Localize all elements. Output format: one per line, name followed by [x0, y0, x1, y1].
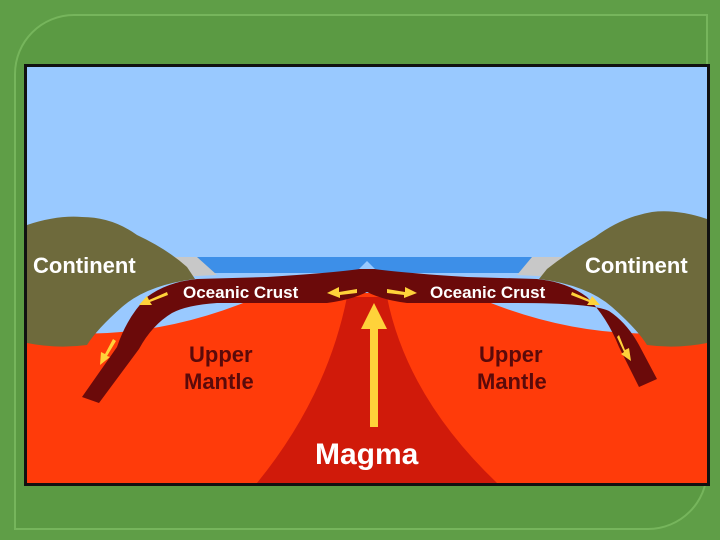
- arrow-right-subduct-down: [617, 335, 631, 361]
- ridge-crest: [359, 261, 375, 269]
- label-upper-mantle-right-1: Upper: [479, 342, 543, 367]
- label-magma: Magma: [315, 438, 419, 471]
- arrow-right-ridge: [387, 287, 417, 298]
- oceanic-crust-left: [82, 267, 372, 403]
- seafloor-spreading-diagram: Continent Continent Oceanic Crust Oceani…: [27, 67, 707, 483]
- label-upper-mantle-left-2: Mantle: [184, 369, 254, 394]
- label-upper-mantle-right-2: Mantle: [477, 369, 547, 394]
- continent-left: [27, 216, 195, 347]
- arrow-left-subduct-top: [139, 292, 168, 305]
- label-upper-mantle-left-1: Upper: [189, 342, 253, 367]
- label-continent-right: Continent: [585, 253, 688, 278]
- label-continent-left: Continent: [33, 253, 136, 278]
- arrow-left-subduct-down: [100, 339, 116, 365]
- magma-arrow: [361, 303, 387, 427]
- arrow-left-ridge: [327, 287, 357, 298]
- arrow-right-subduct-top: [571, 292, 600, 305]
- label-oceanic-crust-left: Oceanic Crust: [183, 283, 299, 302]
- continent-right: [539, 211, 707, 347]
- label-oceanic-crust-right: Oceanic Crust: [430, 283, 546, 302]
